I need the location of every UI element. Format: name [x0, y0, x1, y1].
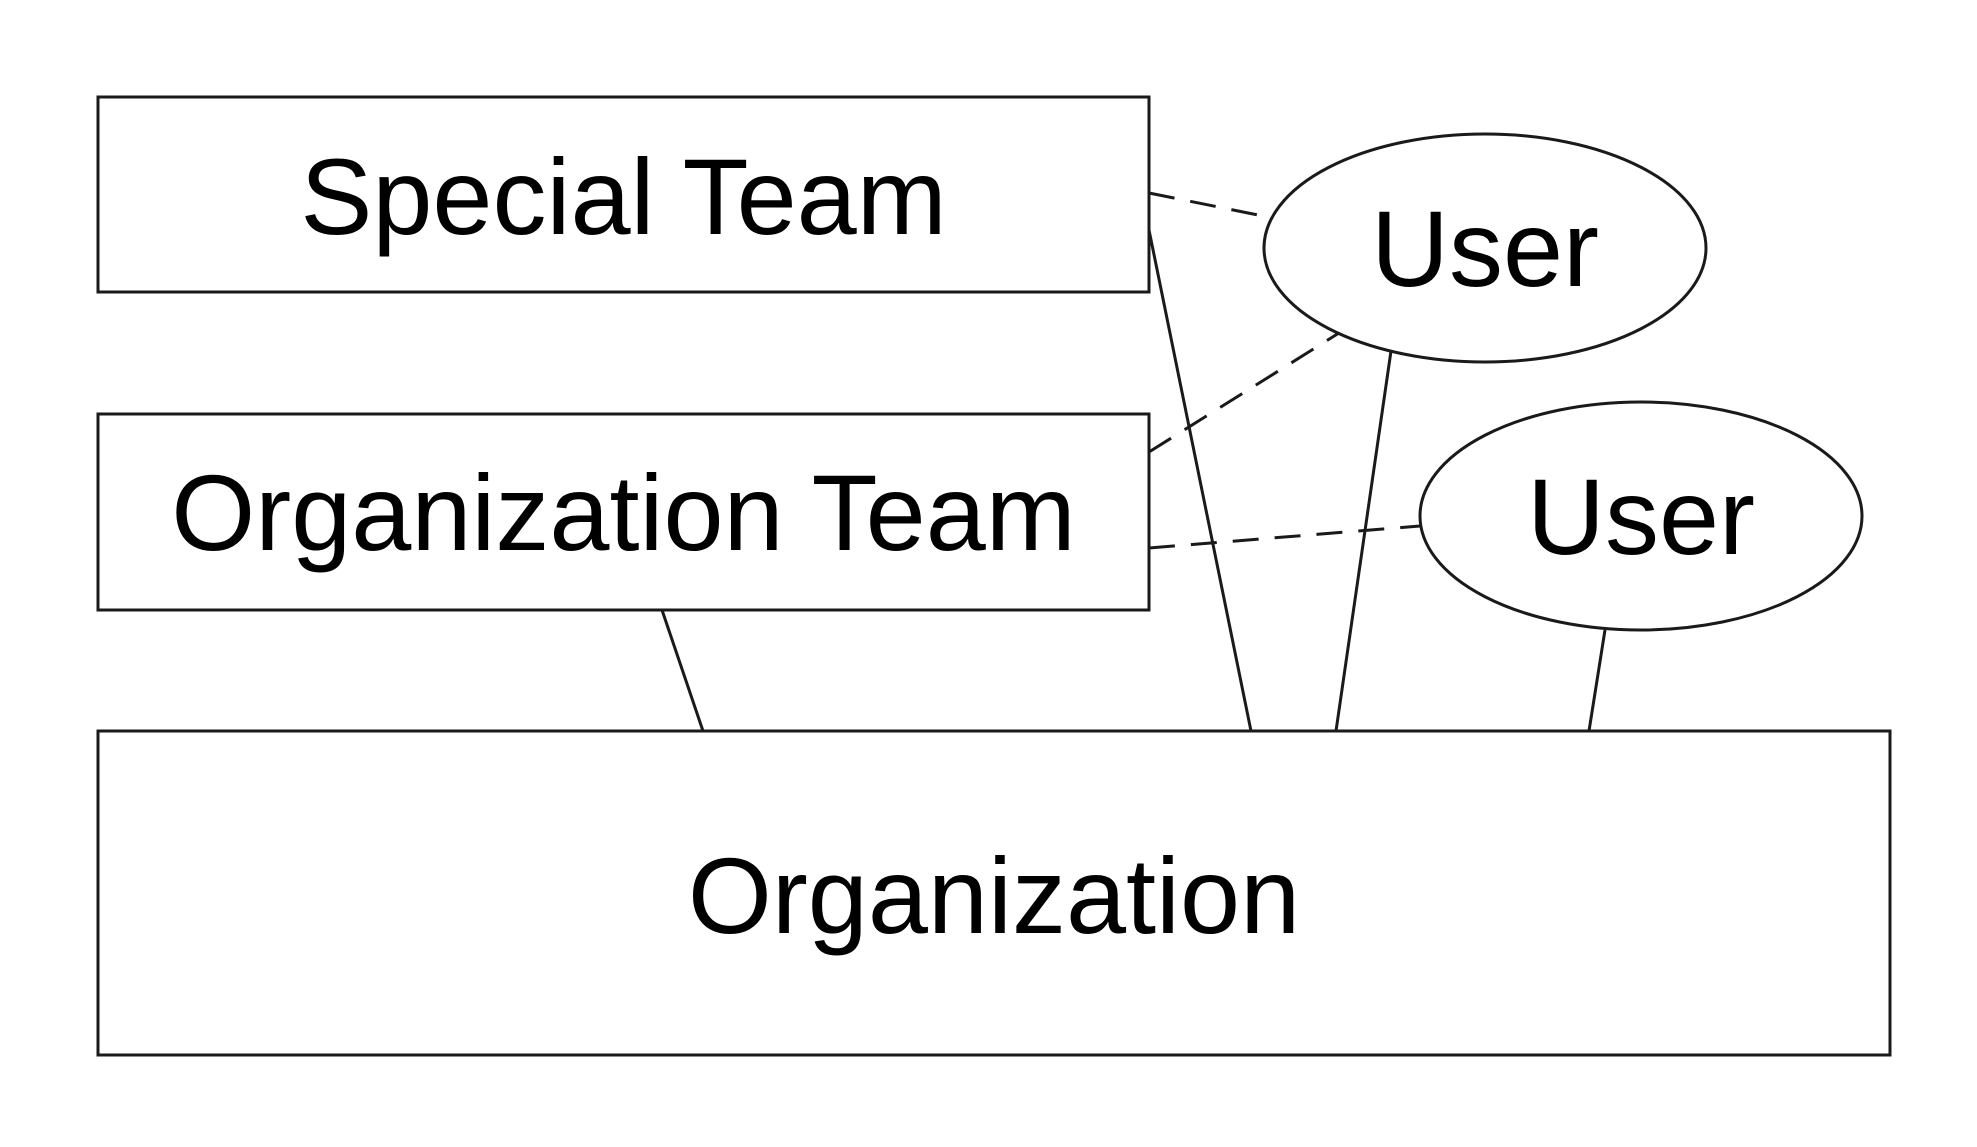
special-team-box [96, 95, 1151, 294]
organization-label: Organization [688, 835, 1300, 956]
node-organization: Organization [96, 729, 1892, 1057]
edge-organization-team-to-organization [660, 609, 705, 732]
organization-team-box [96, 412, 1151, 612]
organization-team-label: Organization Team [171, 452, 1076, 573]
node-user-2: User [1418, 400, 1864, 632]
edge-organization-team-to-user-1 [1148, 331, 1340, 454]
node-user-1: User [1262, 132, 1708, 364]
edge-user-2-to-organization [1587, 629, 1607, 732]
user-2-ellipse [1418, 400, 1864, 632]
edge-user-1-to-organization [1334, 350, 1393, 732]
special-team-label: Special Team [300, 136, 946, 257]
node-special-team: Special Team [96, 95, 1151, 294]
edge-special-team-to-user-1 [1148, 191, 1259, 217]
user-1-ellipse [1262, 132, 1708, 364]
user-2-label: User [1527, 456, 1755, 577]
edge-special-team-to-organization [1147, 229, 1253, 732]
edges [660, 191, 1607, 732]
node-organization-team: Organization Team [96, 412, 1151, 612]
edge-organization-team-to-user-2 [1148, 524, 1421, 550]
user-1-label: User [1371, 188, 1599, 309]
organization-box [96, 729, 1892, 1057]
